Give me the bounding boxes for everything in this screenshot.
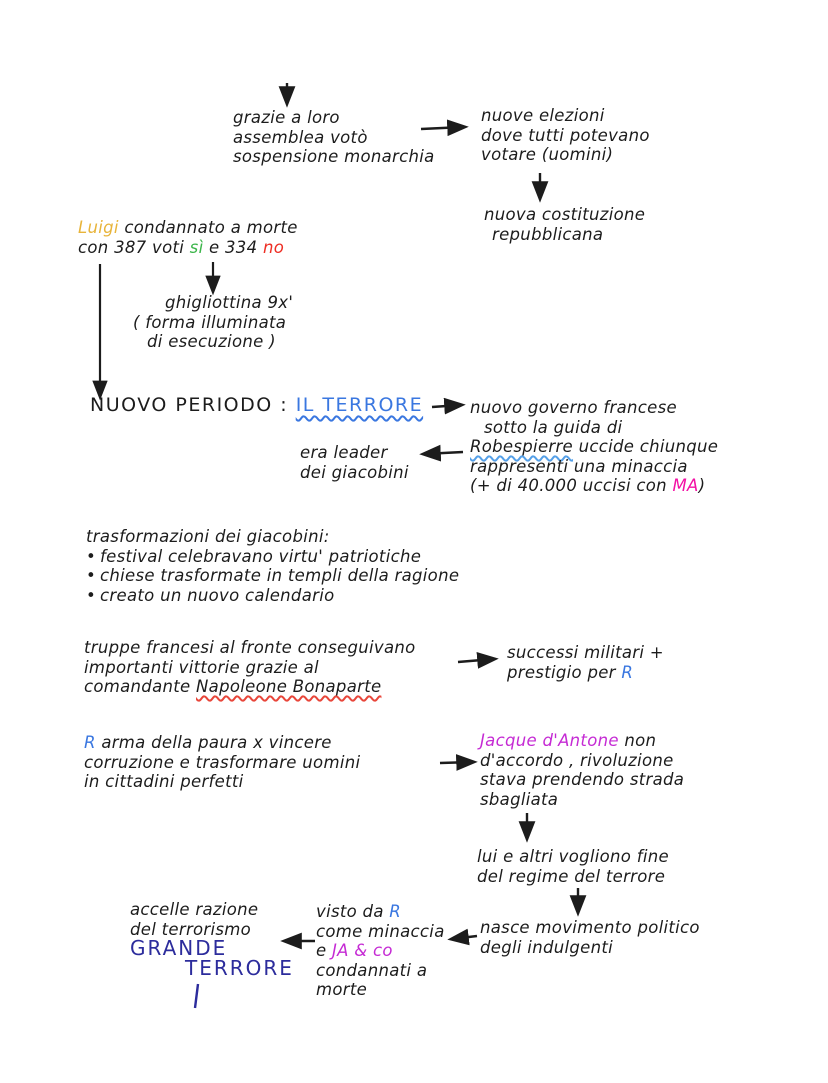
note-troops-napoleon: truppe francesi al fronte conseguivano i… bbox=[84, 638, 416, 696]
highlight-luigi: Luigi bbox=[78, 218, 119, 237]
arrow-indulgents-to-threat bbox=[447, 928, 478, 946]
note-end-terror-wish: lui e altri vogliono fine del regime del… bbox=[477, 847, 669, 886]
note-new-elections: nuove elezioni dove tutti potevano votar… bbox=[481, 106, 650, 164]
note-indulgents-movement: nasce movimento politico degli indulgent… bbox=[480, 918, 700, 957]
highlight-si: sì bbox=[189, 237, 204, 257]
note-assembly-vote: grazie a loro assemblea votò sospensione… bbox=[233, 108, 435, 166]
highlight-napoleone-bonaparte: Napoleone Bonaparte bbox=[196, 677, 382, 696]
highlight-r: R bbox=[84, 733, 96, 752]
arrow-terror-to-government bbox=[431, 397, 466, 415]
arrow-troops-to-military bbox=[457, 652, 499, 669]
highlight-r: R bbox=[621, 662, 634, 682]
line-below-grande-terrore bbox=[193, 983, 200, 1009]
highlight-ja-and-co: JA & co bbox=[332, 941, 393, 960]
arrow-robespierre-to-leader bbox=[419, 444, 464, 462]
highlight-no: no bbox=[262, 237, 285, 257]
note-robespierre-government: nuovo governo francese sotto la guida di… bbox=[470, 398, 719, 495]
note-luigi-condemned: Luigi condannato a morte con 387 voti sì… bbox=[78, 218, 298, 257]
highlight-ma-initials: MA bbox=[672, 476, 699, 495]
note-danton-disagrees: Jacque d'Antone non d'accordo , rivoluzi… bbox=[480, 731, 685, 809]
note-grande-terrore: accelle razione del terrorismo GRANDE TE… bbox=[130, 900, 294, 980]
note-seen-as-threat: visto da R come minaccia e JA & co conda… bbox=[316, 902, 445, 999]
highlight-r: R bbox=[389, 902, 402, 921]
bullet-icon: • bbox=[86, 585, 97, 605]
note-jacobin-leader: era leader dei giacobini bbox=[300, 443, 409, 482]
highlight-grande: GRANDE bbox=[130, 936, 228, 960]
bullet-icon: • bbox=[86, 566, 97, 585]
note-guillotine: ghigliottina 9x' ( forma illuminata di e… bbox=[133, 293, 294, 351]
note-weapon-of-fear: R arma della paura x vincere corruzione … bbox=[84, 733, 361, 791]
highlight-terrore: TERRORE bbox=[185, 955, 294, 980]
note-military-success: successi militari + prestigio per R bbox=[507, 643, 664, 682]
note-new-constitution: nuova costituzione repubblicana bbox=[484, 205, 646, 244]
note-jacobin-transformations: trasformazioni dei giacobini: •festival … bbox=[86, 527, 460, 605]
arrow-fear-to-danton bbox=[439, 754, 478, 771]
highlight-il-terrore: IL TERRORE bbox=[295, 394, 424, 416]
highlight-robespierre: Robespierre bbox=[470, 437, 574, 456]
bullet-icon: • bbox=[86, 546, 97, 566]
heading-new-period: NUOVO PERIODO : IL TERRORE bbox=[90, 394, 424, 416]
highlight-jacque-d-antone: Jacque d'Antone bbox=[480, 731, 619, 750]
